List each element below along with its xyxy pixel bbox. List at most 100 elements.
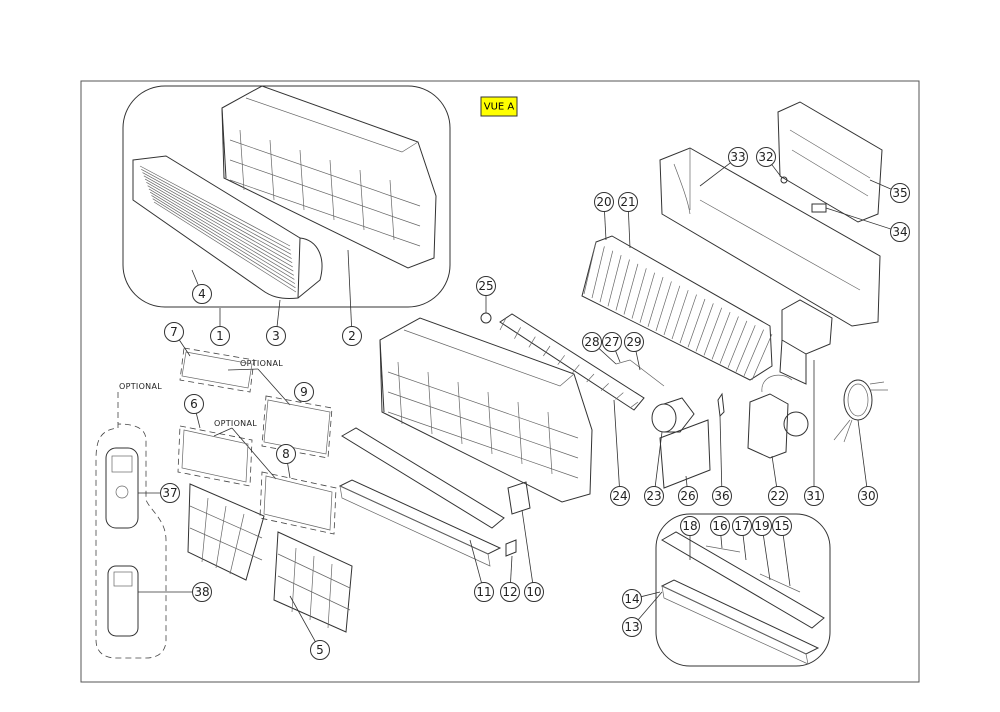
part-number-17: 17 [734,519,749,533]
leader-line-part-3 [277,300,280,327]
part-25-drawing [481,313,491,323]
part-number-5: 5 [316,643,324,657]
part-callout-12: 12 [501,583,520,602]
part-number-11: 11 [476,585,491,599]
filter-6-drawing [182,430,248,482]
leader-line-part-27 [616,351,620,362]
part-number-7: 7 [170,325,178,339]
part-callout-38: 38 [193,583,212,602]
part-callout-5: 5 [311,641,330,660]
optional-label-remote: OPTIONAL [119,382,162,391]
part-number-6: 6 [190,397,198,411]
leader-line-part-33 [700,163,730,186]
leader-line-part-29 [636,351,640,370]
mounting-plate-drawing [778,102,882,222]
optional-panel-7-outline [180,348,254,392]
part-number-32: 32 [758,150,773,164]
part-34-drawing [812,204,826,212]
louver-assembly-drawing [340,428,504,566]
part-callout-21: 21 [619,193,638,212]
panel-9-drawing [264,400,330,454]
part-number-15: 15 [774,519,789,533]
leader-line-part-20 [604,211,606,240]
part-number-25: 25 [478,279,493,293]
leader-line-part-5 [290,596,315,642]
leader-line-part-4 [192,270,198,285]
leader-line-part-24 [614,400,619,487]
part-number-4: 4 [198,287,206,301]
fan-motor-drawing [652,398,694,432]
leader-line-part-2 [348,250,352,327]
part-callout-34: 34 [891,223,910,242]
part-number-33: 33 [730,150,745,164]
leader-line-part-26 [686,476,687,487]
rear-chassis-drawing [660,148,880,326]
swing-assembly-drawing [662,532,824,664]
panel-7-drawing [182,352,252,388]
part-callout-6: 6 [185,395,204,414]
part-10-drawing [508,482,530,514]
front-panel-callout [123,86,450,307]
part-callout-15: 15 [773,517,792,536]
view-label-text: VUE A [484,102,515,113]
part-number-21: 21 [620,195,635,209]
part-number-22: 22 [770,489,785,503]
cable-drawing [834,380,888,442]
leader-line-part-34 [826,208,891,229]
part-number-35: 35 [892,186,907,200]
part-number-23: 23 [646,489,661,503]
motor-cover-drawing [660,420,710,488]
part-number-26: 26 [680,489,695,503]
motor-assembly-drawing [748,375,808,458]
part-number-3: 3 [272,329,280,343]
part-number-24: 24 [612,489,627,503]
part-number-28: 28 [584,335,599,349]
part-number-1: 1 [216,329,224,343]
leader-line-part-15 [783,535,790,586]
part-callout-7: 7 [165,323,184,342]
evaporator-drawing [582,236,772,380]
part-number-27: 27 [604,335,619,349]
part-number-31: 31 [806,489,821,503]
optional-label-filters: OPTIONAL [214,419,257,428]
part-callout-36: 36 [713,487,732,506]
part-callout-24: 24 [611,487,630,506]
part-callout-20: 20 [595,193,614,212]
leader-line-part-8 [288,463,290,478]
control-box-drawing [780,300,832,384]
part-callout-8: 8 [277,445,296,464]
part-number-34: 34 [892,225,907,239]
optional-leader-d [232,428,276,479]
part-number-20: 20 [596,195,611,209]
air-filter-drawing [188,484,352,632]
remote-control-38-drawing [108,566,138,636]
part-callout-18: 18 [681,517,700,536]
part-callout-4: 4 [193,285,212,304]
leader-line-part-16 [721,535,722,548]
leader-line-part-14 [641,592,660,597]
part-number-9: 9 [300,385,308,399]
leader-line-part-30 [858,420,867,487]
leader-line-part-22 [772,456,777,487]
part-number-38: 38 [194,585,209,599]
part-number-30: 30 [860,489,875,503]
part-callout-13: 13 [623,618,642,637]
part-callout-11: 11 [475,583,494,602]
part-callout-29: 29 [625,333,644,352]
part-callout-9: 9 [295,383,314,402]
optional-leader-c [214,428,232,436]
part-number-37: 37 [162,486,177,500]
part-callout-26: 26 [679,487,698,506]
part-number-16: 16 [712,519,727,533]
part-callout-14: 14 [623,590,642,609]
part-number-10: 10 [526,585,541,599]
leader-line-part-36 [720,416,722,487]
leader-line-part-23 [655,432,662,487]
remote-control-37-drawing [106,448,138,528]
optional-leader-b [258,369,290,405]
leader-line-part-19 [763,535,770,580]
part-callout-33: 33 [729,148,748,167]
optional-leader-a [228,369,258,370]
